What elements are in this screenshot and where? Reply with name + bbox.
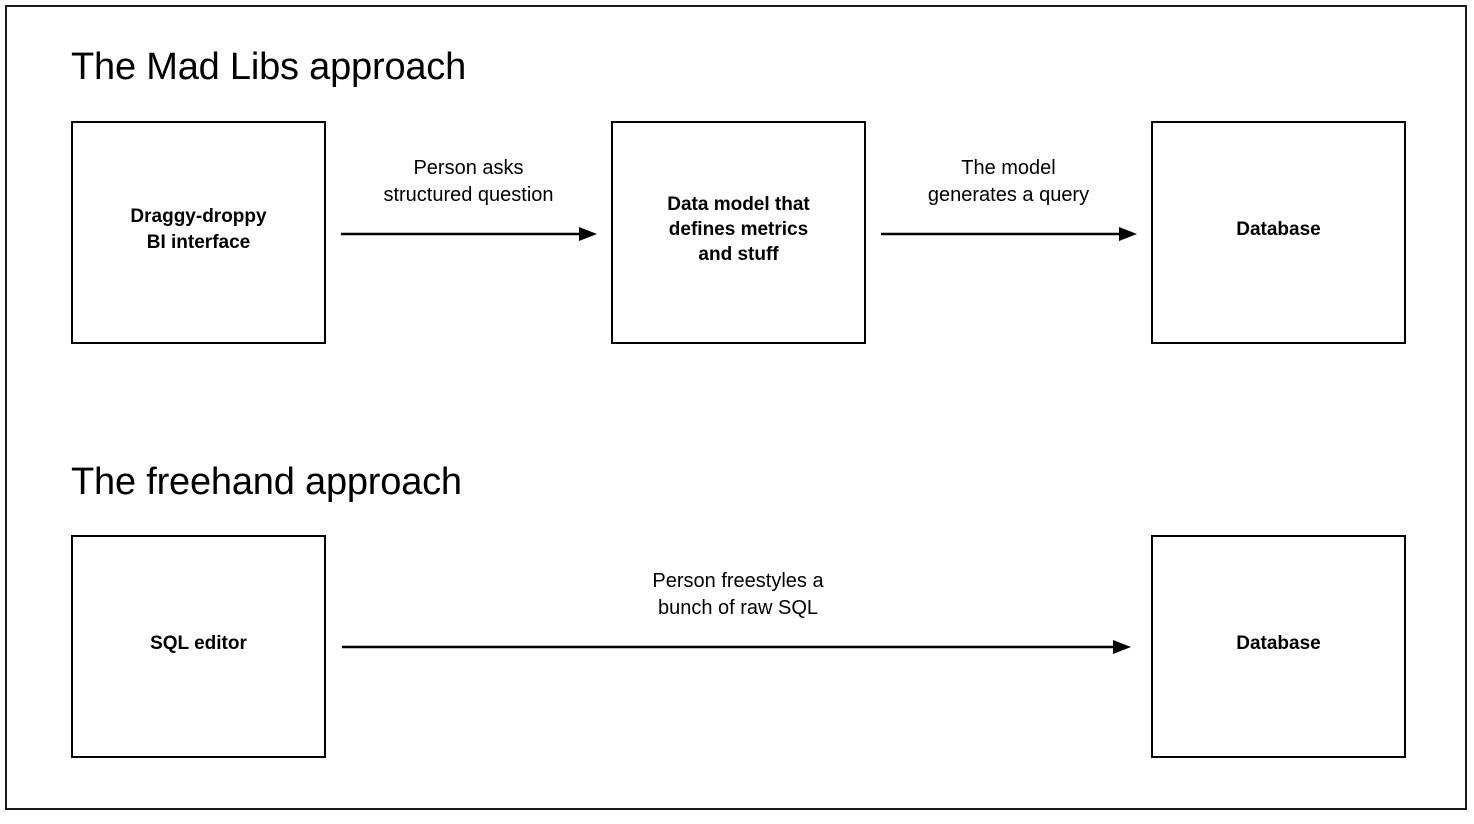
node-label-data-model: Data model that defines metrics and stuf… xyxy=(667,193,810,266)
node-label-database-bottom: Database xyxy=(1236,632,1321,654)
outer-frame xyxy=(5,5,1467,810)
edge-arrow-person-asks xyxy=(341,224,597,244)
node-sql-editor[interactable]: SQL editor xyxy=(71,535,326,758)
node-database-top[interactable]: Database xyxy=(1151,121,1406,344)
node-database-bottom[interactable]: Database xyxy=(1151,535,1406,758)
edge-arrow-person-freestyles xyxy=(342,637,1131,657)
node-label-database-top: Database xyxy=(1236,218,1321,240)
node-data-model[interactable]: Data model that defines metrics and stuf… xyxy=(611,121,866,344)
edge-label-person-freestyles: Person freestyles a bunch of raw SQL xyxy=(652,570,824,619)
node-draggy-droppy-bi-interface[interactable]: Draggy-droppy BI interface xyxy=(71,121,326,344)
section-title-mad-libs: The Mad Libs approach xyxy=(71,46,467,88)
node-label-bi-interface: Draggy-droppy BI interface xyxy=(130,206,267,253)
section-title-freehand: The freehand approach xyxy=(71,461,462,503)
edge-arrow-model-generates-query xyxy=(881,224,1137,244)
edge-label-model-generates-query: The model generates a query xyxy=(927,157,1090,206)
edge-label-person-asks: Person asks structured question xyxy=(383,157,554,206)
node-label-sql-editor: SQL editor xyxy=(150,632,247,654)
